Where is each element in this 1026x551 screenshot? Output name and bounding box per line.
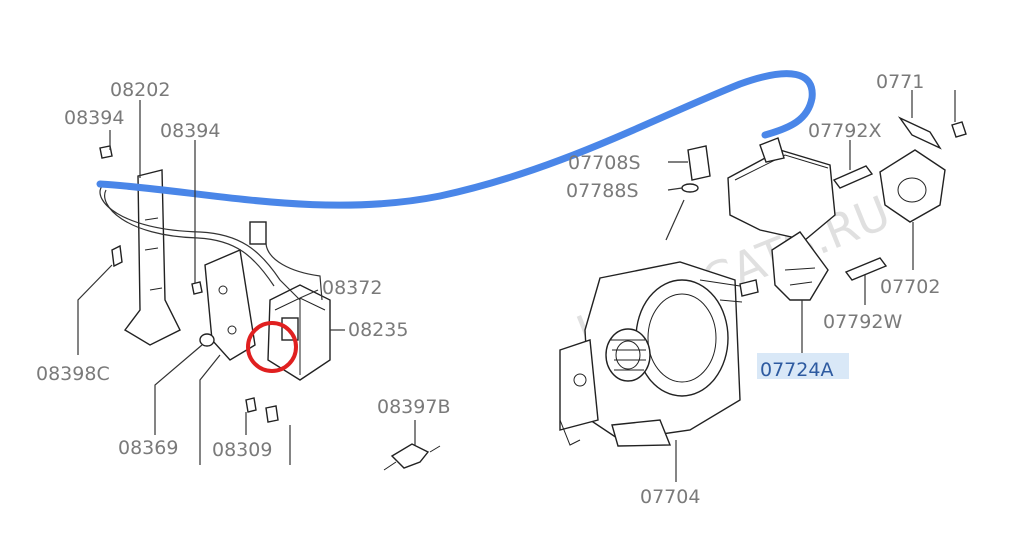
label-07724a[interactable]: 07724A xyxy=(760,359,833,381)
bracket-assembly xyxy=(99,145,441,471)
label-07792x[interactable]: 07792X xyxy=(808,120,881,142)
highlighted-hose[interactable] xyxy=(96,70,816,209)
selected-label-bg xyxy=(757,353,849,379)
small-fittings xyxy=(681,145,711,193)
label-08202[interactable]: 08202 xyxy=(110,79,170,101)
vacuum-actuator xyxy=(727,137,836,301)
label-0771-partial[interactable]: 0771 xyxy=(876,71,924,93)
vacuum-lines xyxy=(99,185,323,301)
label-08394-right[interactable]: 08394 xyxy=(160,120,220,142)
leader-lines xyxy=(77,90,956,482)
label-08394-left[interactable]: 08394 xyxy=(64,107,124,129)
label-08398c[interactable]: 08398C xyxy=(36,363,110,385)
throttle-body xyxy=(559,261,759,447)
label-07704[interactable]: 07704 xyxy=(640,486,700,508)
right-parts xyxy=(832,116,967,281)
label-08372[interactable]: 08372 xyxy=(322,277,382,299)
label-08235[interactable]: 08235 xyxy=(348,319,408,341)
highlight-circle[interactable] xyxy=(246,321,298,373)
label-07702[interactable]: 07702 xyxy=(880,276,940,298)
label-08397b[interactable]: 08397B xyxy=(377,396,450,418)
label-08369[interactable]: 08369 xyxy=(118,437,178,459)
label-07788s[interactable]: 07788S xyxy=(566,180,639,202)
label-07792w[interactable]: 07792W xyxy=(823,311,902,333)
label-08309[interactable]: 08309 xyxy=(212,439,272,461)
part-labels: 08202 08394 08394 08372 08235 08398C 083… xyxy=(36,71,940,508)
label-07708s[interactable]: 07708S xyxy=(568,152,641,174)
